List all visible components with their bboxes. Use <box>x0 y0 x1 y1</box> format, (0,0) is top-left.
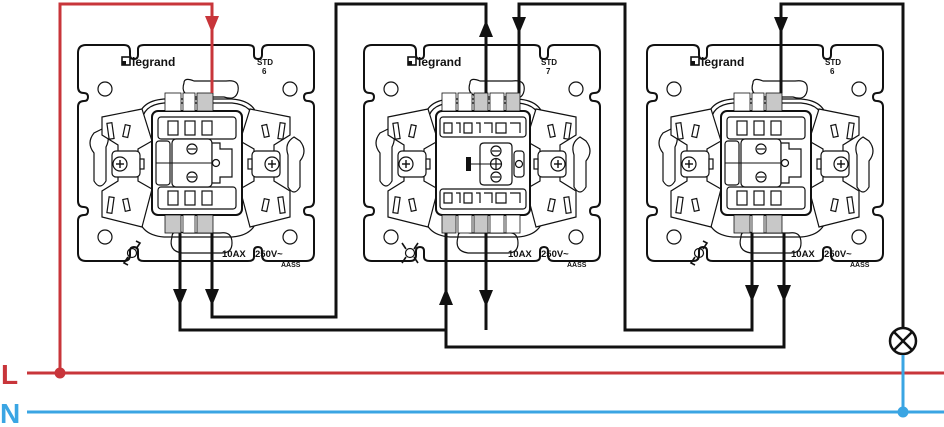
model-number: 6 <box>830 67 835 76</box>
switched-live-wire <box>779 2 905 328</box>
arrow-up-icon <box>439 288 453 305</box>
arrow-down-icon <box>205 16 219 33</box>
switch-left: legrand STD 6 10AX 250V~ AASS <box>77 44 315 269</box>
arrow-down-icon <box>774 17 788 34</box>
voltage-rating: 250V~ <box>255 249 283 260</box>
neutral-label: N <box>0 398 20 427</box>
model-label: STD <box>541 58 557 67</box>
arrow-down-icon <box>205 289 219 306</box>
switch-middle-intermediate: legrand STD 7 10AX 250V~ AASS <box>363 44 601 269</box>
current-rating: 10AX <box>508 249 532 260</box>
arrow-down-icon <box>479 290 493 307</box>
switch-right: legrand STD 6 10AX 250V~ AASS <box>646 44 884 269</box>
brand-label: legrand <box>701 55 744 69</box>
approval-code: AASS <box>281 262 301 269</box>
voltage-rating: 250V~ <box>541 249 569 260</box>
arrow-down-icon <box>512 17 526 34</box>
voltage-rating: 250V~ <box>824 249 852 260</box>
model-number: 6 <box>262 67 267 76</box>
live-feed-wire <box>58 2 214 373</box>
brand-label: legrand <box>132 55 175 69</box>
legrand-logo-icon <box>121 56 131 66</box>
lamp-icon <box>888 326 918 356</box>
arrow-up-icon <box>479 20 493 37</box>
current-rating: 10AX <box>222 249 246 260</box>
model-label: STD <box>257 58 273 67</box>
neutral-junction-dot <box>897 406 909 418</box>
approval-code: AASS <box>567 262 587 269</box>
legrand-logo-icon <box>407 56 417 66</box>
arrow-down-icon <box>745 285 759 302</box>
legrand-logo-icon <box>690 56 700 66</box>
model-number: 7 <box>546 67 551 76</box>
arrow-down-icon <box>173 289 187 306</box>
brand-label: legrand <box>418 55 461 69</box>
live-junction-dot <box>54 367 66 379</box>
current-rating: 10AX <box>791 249 815 260</box>
approval-code: AASS <box>850 262 870 269</box>
arrow-down-icon <box>777 285 791 302</box>
model-label: STD <box>825 58 841 67</box>
live-label: L <box>1 359 18 390</box>
